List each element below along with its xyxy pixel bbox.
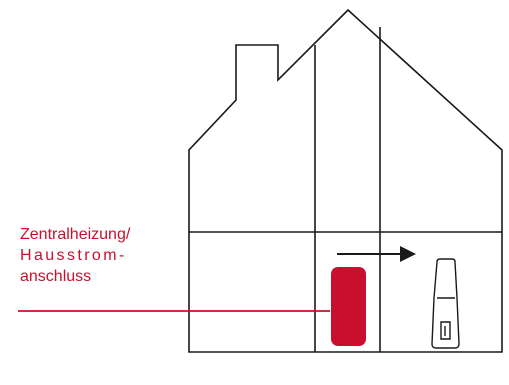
connection-box-icon [331, 267, 366, 346]
label-line-1: Zentralheizung/ [20, 226, 131, 243]
wallbox-charger-icon [431, 258, 460, 349]
label-line-3: anschluss [20, 268, 92, 285]
heating-connection-label: Zentralheizung/ Hausstrom- anschluss [20, 224, 190, 287]
arrow-right-icon [337, 246, 416, 262]
house-outline [188, 8, 503, 353]
label-line-2: Hausstrom- [20, 247, 127, 264]
